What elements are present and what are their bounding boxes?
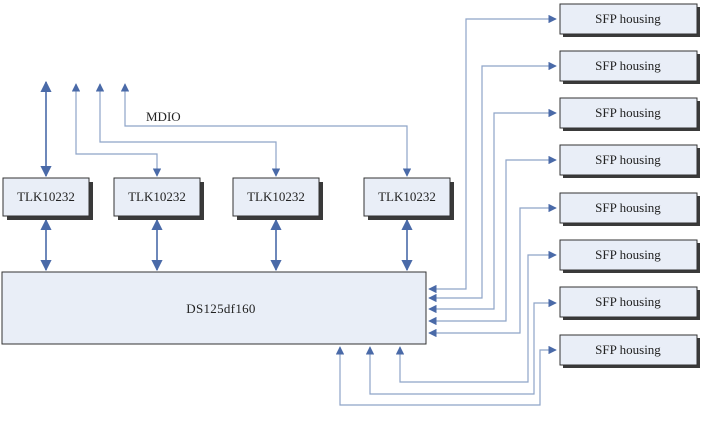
sfp-housing-1-label: SFP housing: [595, 11, 661, 26]
sfp-7-route: [365, 298, 557, 395]
mdio-line-tlk-2: [71, 83, 162, 177]
sfp-housing-8: SFP housing: [559, 334, 700, 368]
tlk-module-3: TLK10232: [232, 177, 323, 220]
sfp-6-route: [395, 250, 557, 383]
sfp-housing-2-label: SFP housing: [595, 58, 661, 73]
sfp-housing-8-label: SFP housing: [595, 342, 661, 357]
mdio-line-tlk-4: [120, 83, 412, 177]
sfp-housing-5-label: SFP housing: [595, 200, 661, 215]
sfp-housing-6: SFP housing: [559, 239, 700, 273]
tlk-module-4-label: TLK10232: [378, 189, 436, 204]
mdio-line-tlk-3: [95, 83, 281, 177]
sfp-housing-2: SFP housing: [559, 50, 700, 84]
sfp-housing-7-label: SFP housing: [595, 294, 661, 309]
sfp-housing-4: SFP housing: [559, 144, 700, 178]
sfp-housing-5: SFP housing: [559, 192, 700, 226]
tlk-module-1-label: TLK10232: [17, 189, 75, 204]
tlk-module-2: TLK10232: [113, 177, 204, 220]
tlk-module-2-label: TLK10232: [128, 189, 186, 204]
main-chip: DS125df160: [1, 271, 427, 345]
sfp-housing-1: SFP housing: [559, 3, 700, 37]
sfp-8-route: [335, 345, 557, 406]
main-chip-label: DS125df160: [186, 301, 255, 316]
sfp-housing-4-label: SFP housing: [595, 152, 661, 167]
sfp-housing-6-label: SFP housing: [595, 247, 661, 262]
sfp-housing-3-label: SFP housing: [595, 105, 661, 120]
sfp-housing-3: SFP housing: [559, 97, 700, 131]
connection-wires: [40, 14, 557, 406]
tlk-module-4: TLK10232: [363, 177, 454, 220]
sfp-5-route: [428, 203, 557, 338]
tlk-module-1: TLK10232: [2, 177, 93, 220]
sfp-housing-7: SFP housing: [559, 286, 700, 320]
mdio-bus-label: MDIO: [146, 109, 181, 124]
sfp-1-route: [428, 14, 557, 294]
tlk-module-3-label: TLK10232: [247, 189, 305, 204]
